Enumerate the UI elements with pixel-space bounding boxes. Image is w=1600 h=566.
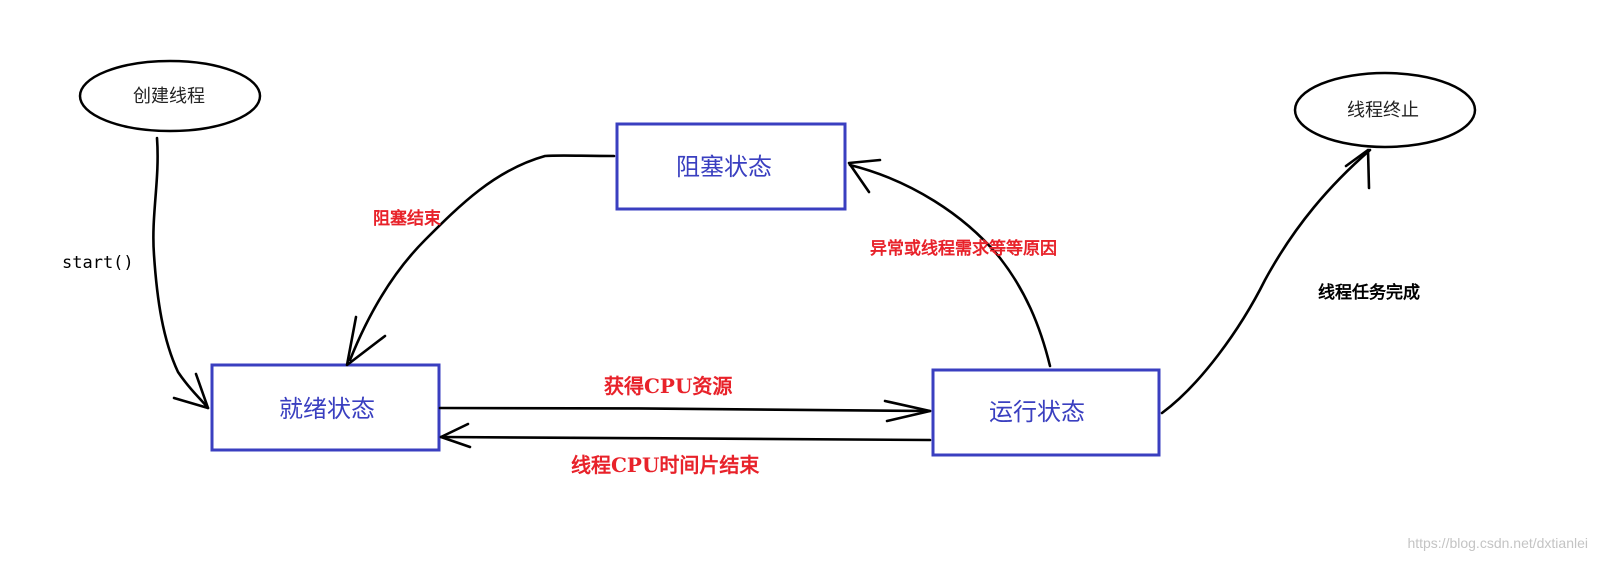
running-state-label: 运行状态 <box>989 398 1085 426</box>
cpu-slice-end-arrowhead <box>439 422 472 449</box>
cpu-slice-end-arrow-line <box>439 435 932 442</box>
task-complete-arrow-line <box>1160 148 1372 415</box>
start-arrowhead <box>172 372 210 410</box>
get-cpu-arrowhead <box>883 399 932 423</box>
thread-terminated-node: 线程终止 <box>1293 71 1477 149</box>
edge-block-end <box>345 154 616 367</box>
cpu-slice-end-label: 线程CPU时间片结束 <box>571 453 760 477</box>
ready-state-label: 就绪状态 <box>279 395 375 423</box>
start-arrow-line <box>152 136 210 410</box>
create-thread-label: 创建线程 <box>133 86 205 107</box>
block-end-arrowhead <box>345 315 387 367</box>
get-cpu-arrow-line <box>438 406 932 413</box>
get-cpu-label: 获得CPU资源 <box>604 374 732 398</box>
edge-cpu-slice-end <box>439 422 932 449</box>
thread-terminated-ellipse <box>1293 71 1477 149</box>
start-call-label: start() <box>62 253 134 273</box>
edge-task-complete <box>1160 148 1372 415</box>
block-end-arrow-line <box>348 154 616 362</box>
create-thread-node: 创建线程 <box>78 59 262 133</box>
task-complete-arrowhead <box>1344 148 1371 190</box>
edge-block-reason <box>847 158 1052 368</box>
block-end-label: 阻塞结束 <box>373 208 441 229</box>
thread-terminated-label: 线程终止 <box>1347 100 1419 121</box>
task-complete-label: 线程任务完成 <box>1318 282 1420 303</box>
watermark: https://blog.csdn.net/dxtianlei <box>1407 535 1588 551</box>
block-reason-label: 异常或线程需求等等原因 <box>870 238 1057 259</box>
block-reason-arrowhead <box>847 158 882 194</box>
blocked-state-label: 阻塞状态 <box>676 153 772 181</box>
ready-state-node: 就绪状态 <box>210 363 441 452</box>
blocked-state-node: 阻塞状态 <box>615 122 847 211</box>
running-state-node: 运行状态 <box>931 368 1161 457</box>
create-thread-ellipse <box>78 59 262 133</box>
block-reason-arrow-line <box>848 163 1052 368</box>
edge-get-cpu <box>438 399 932 423</box>
blocked-state-box <box>615 122 847 211</box>
running-state-box <box>931 368 1161 457</box>
edge-start <box>152 136 210 410</box>
